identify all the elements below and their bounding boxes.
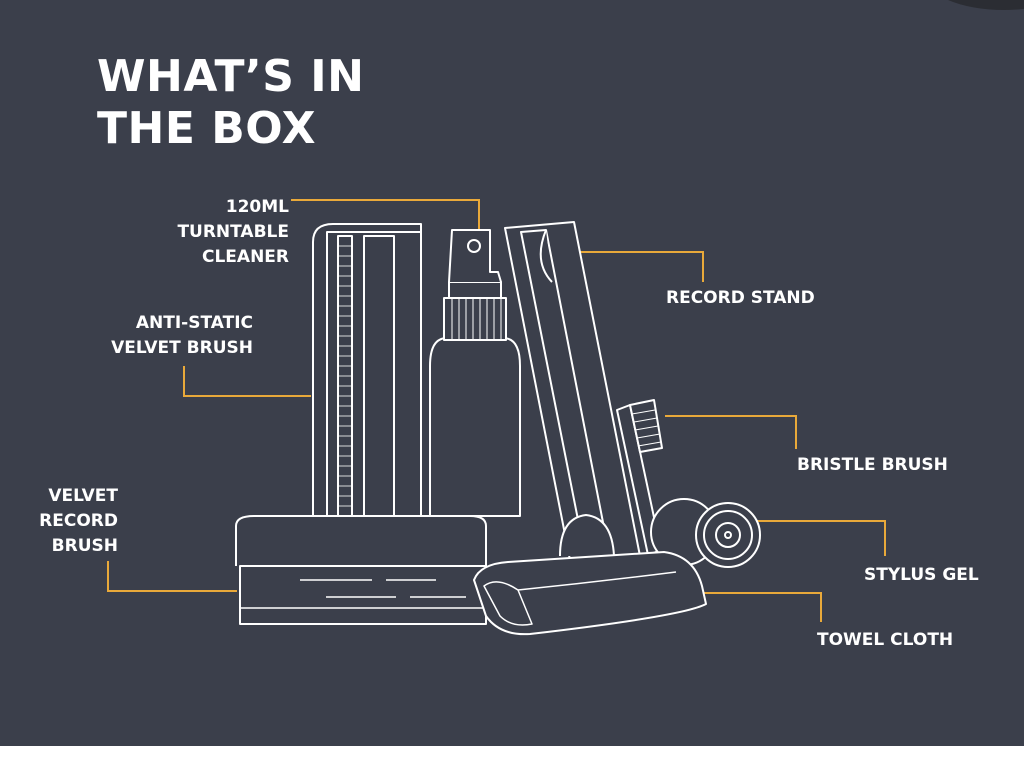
leader-line-stylus-gel [756,520,886,556]
label-anti-static-line-1: ANTI-STATIC [135,313,253,333]
bottle-cap-ridges [451,299,502,339]
label-cleaner-line-3: CLEANER [201,247,289,267]
label-stylus-gel: STYLUS GEL [864,565,979,585]
leader-line-velvet-record [107,561,237,592]
label-velvet-record-line-1: VELVET [48,486,118,506]
velvet-record-brush-drawing [235,515,487,625]
footer-strip [0,746,1024,768]
infographic-canvas: WHAT’S IN THE BOX [0,0,1024,746]
label-record-stand: RECORD STAND [666,288,815,308]
label-cleaner-line-2: TURNTABLE [177,222,289,242]
label-bristle-brush: BRISTLE BRUSH [797,455,948,475]
label-velvet-record-line-2: RECORD [39,511,118,531]
leader-lines [107,199,886,622]
leader-line-cleaner [291,199,480,238]
page-title-line-2: THE BOX [97,103,317,154]
leader-line-anti-static [183,366,311,397]
label-velvet-record-line-3: BRUSH [51,536,118,556]
label-anti-static-line-2: VELVET BRUSH [111,338,253,358]
corner-decoration [924,0,1024,10]
turntable-cleaner-bottle-drawing [429,229,521,517]
product-illustration [107,199,886,636]
record-stand-drawing [504,221,641,561]
leader-line-bristle-brush [665,415,797,449]
towel-cloth-drawing [473,551,707,636]
page-title-line-1: WHAT’S IN [97,51,365,102]
bristle-lines [631,409,662,447]
label-anti-static-velvet-brush: ANTI-STATIC VELVET BRUSH [111,311,253,361]
label-towel-cloth: TOWEL CLOTH [817,630,954,650]
leader-line-record-stand [575,251,704,282]
stylus-gel-drawing [650,498,761,568]
label-velvet-record-brush: VELVET RECORD BRUSH [39,484,118,559]
brush-bristle-pattern [339,245,351,507]
label-cleaner-line-1: 120ML [225,197,289,217]
label-turntable-cleaner: 120ML TURNTABLE CLEANER [177,195,289,270]
anti-static-velvet-brush-drawing [312,223,422,517]
leader-line-towel-cloth [695,592,822,622]
product-outlines [235,221,761,636]
